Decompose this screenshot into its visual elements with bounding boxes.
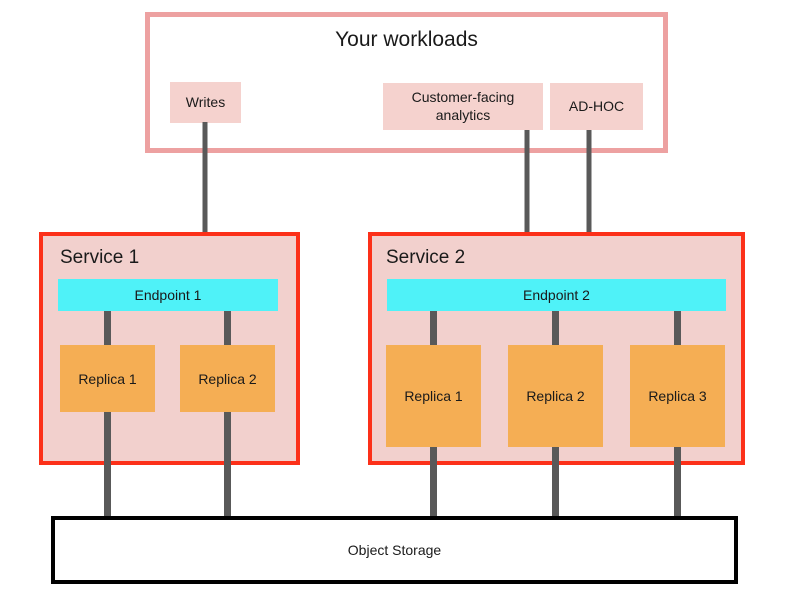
service-1-replica-2[interactable]: Replica 2 — [180, 345, 275, 412]
service-2-replica-1-label: Replica 1 — [404, 388, 463, 404]
service-2-replica-3-label: Replica 3 — [648, 388, 707, 404]
service-1-replica-1[interactable]: Replica 1 — [60, 345, 155, 412]
connector-service2-replica2-storage — [552, 447, 559, 518]
service-2-endpoint[interactable]: Endpoint 2 — [387, 279, 726, 311]
service-1-title: Service 1 — [60, 247, 140, 268]
connector-service2-replica3-storage — [674, 447, 681, 518]
connector-endpoint2-replica2 — [552, 311, 559, 346]
service-1-endpoint-label: Endpoint 1 — [134, 287, 202, 303]
workload-chip-writes-label: Writes — [185, 93, 226, 110]
service-2-replica-3[interactable]: Replica 3 — [630, 345, 725, 447]
connector-endpoint2-replica1 — [430, 311, 437, 346]
connector-service1-replica2-storage — [224, 412, 231, 518]
connector-service1-replica1-storage — [104, 412, 111, 518]
service-2-replica-2[interactable]: Replica 2 — [508, 345, 603, 447]
service-1-replica-2-label: Replica 2 — [198, 370, 257, 387]
workload-chip-customer-facing-analytics[interactable]: Customer-facing analytics — [383, 83, 543, 130]
connector-endpoint1-replica1 — [104, 311, 111, 346]
connector-service2-replica1-storage — [430, 447, 437, 518]
service-1-replica-1-label: Replica 1 — [78, 370, 137, 387]
service-2-replica-1[interactable]: Replica 1 — [386, 345, 481, 447]
workload-chip-writes[interactable]: Writes — [170, 82, 241, 123]
workload-chip-ad-hoc-label: AD-HOC — [568, 97, 625, 114]
service-2-title: Service 2 — [386, 247, 466, 268]
service-2-replica-2-label: Replica 2 — [526, 388, 585, 404]
object-storage-box: Object Storage — [51, 516, 738, 584]
service-2-endpoint-label: Endpoint 2 — [523, 287, 590, 303]
workloads-title: Your workloads — [335, 28, 478, 51]
service-1-endpoint[interactable]: Endpoint 1 — [58, 279, 278, 311]
workload-chip-customer-facing-analytics-label: Customer-facing analytics — [411, 89, 515, 123]
connector-endpoint1-replica2 — [224, 311, 231, 346]
workload-chip-ad-hoc[interactable]: AD-HOC — [550, 83, 643, 130]
object-storage-label: Object Storage — [347, 542, 442, 558]
connector-endpoint2-replica3 — [674, 311, 681, 346]
